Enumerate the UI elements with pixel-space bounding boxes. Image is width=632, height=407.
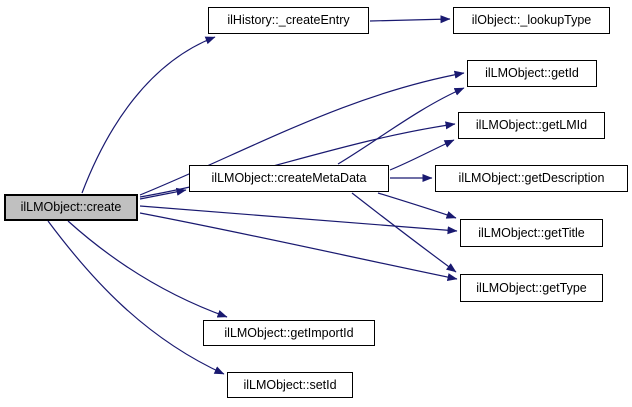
- node-ilLMObject-getId[interactable]: ilLMObject::getId: [467, 60, 597, 87]
- edge-create-to-createEntry: [81, 36, 216, 194]
- edge-create-to-getImportId: [67, 220, 228, 318]
- edge-create-to-setId: [47, 220, 225, 375]
- node-ilLMObject-getType[interactable]: ilLMObject::getType: [460, 274, 603, 302]
- edge-createEntry-to-lookupType: [369, 15, 451, 24]
- node-ilLMObject-createMetaData[interactable]: ilLMObject::createMetaData: [189, 165, 389, 192]
- edge-createMetaData-to-getId: [337, 87, 465, 165]
- edge-createMetaData-to-getTitle: [377, 192, 457, 219]
- node-ilLMObject-getDescription[interactable]: ilLMObject::getDescription: [435, 165, 628, 192]
- node-ilLMObject-create: ilLMObject::create: [4, 194, 138, 221]
- node-ilLMObject-getTitle[interactable]: ilLMObject::getTitle: [460, 219, 603, 247]
- node-ilObject-lookupType[interactable]: ilObject::_lookupType: [453, 7, 610, 34]
- edge-create-to-getId: [139, 70, 465, 196]
- edge-createMetaData-to-getLMId: [389, 139, 455, 171]
- node-ilLMObject-setId[interactable]: ilLMObject::setId: [227, 372, 353, 398]
- edge-createMetaData-to-getType: [351, 192, 457, 273]
- edge-create-to-getType: [139, 212, 458, 282]
- node-ilHistory-createEntry[interactable]: ilHistory::_createEntry: [208, 7, 369, 34]
- edge-create-to-getTitle: [139, 205, 458, 235]
- node-ilLMObject-getLMId[interactable]: ilLMObject::getLMId: [458, 112, 605, 139]
- edge-create-to-createMetaData: [139, 187, 187, 200]
- node-ilLMObject-getImportId[interactable]: ilLMObject::getImportId: [203, 320, 375, 346]
